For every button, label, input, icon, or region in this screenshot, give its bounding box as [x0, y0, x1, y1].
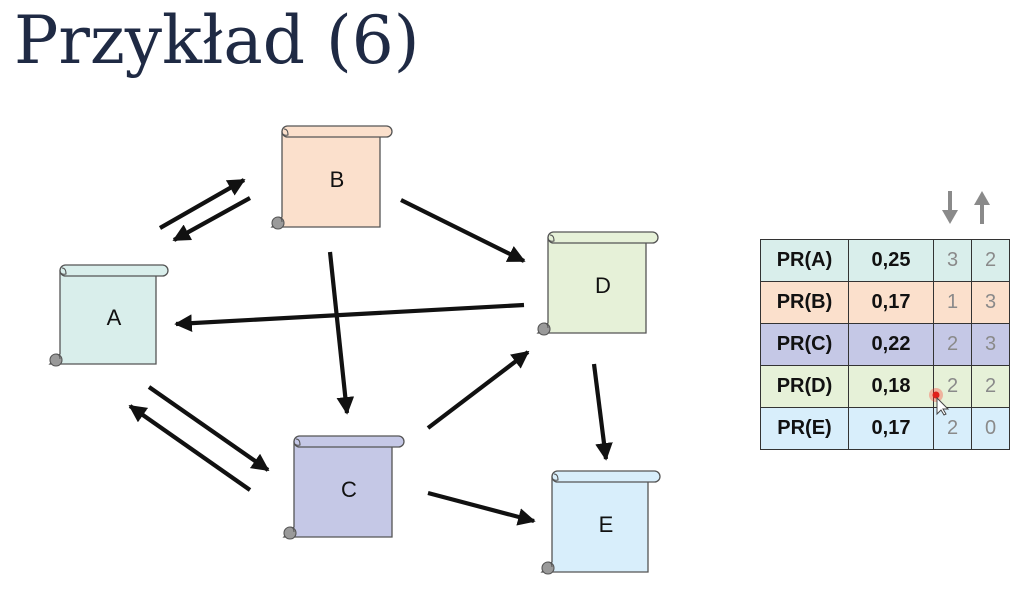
edge-b-to-d: [400, 198, 526, 263]
node-label: A: [107, 305, 122, 330]
inbound-count: 2: [933, 407, 972, 450]
edge-c-to-e: [427, 490, 536, 526]
edge-c-to-a: [128, 404, 252, 492]
edge-a-to-c: [147, 385, 270, 472]
outbound-count: 2: [971, 365, 1010, 408]
inbound-count: 3: [933, 239, 972, 282]
pr-label: PR(A): [760, 239, 849, 282]
outbound-count: 0: [971, 407, 1010, 450]
node-label: B: [330, 167, 345, 192]
pr-label: PR(C): [760, 323, 849, 366]
node-label: D: [595, 273, 611, 298]
edge-d-to-a: [174, 302, 525, 332]
mouse-cursor: [928, 388, 952, 421]
pr-label: PR(E): [760, 407, 849, 450]
pr-value: 0,17: [848, 281, 934, 324]
slide-title: Przykład (6): [14, 2, 420, 79]
node-b: B: [270, 125, 393, 230]
outbound-count: 3: [971, 281, 1010, 324]
pr-label: PR(D): [760, 365, 849, 408]
pr-value: 0,22: [848, 323, 934, 366]
node-label: E: [599, 512, 614, 537]
counter-header: [936, 188, 1006, 233]
node-e: E: [540, 470, 661, 575]
node-d: D: [536, 231, 659, 336]
pr-value: 0,17: [848, 407, 934, 450]
arrow-down-icon: [942, 191, 958, 224]
node-a: A: [48, 264, 169, 367]
edge-a-to-b: [158, 178, 246, 230]
edge-b-to-a: [172, 196, 252, 242]
outbound-count: 2: [971, 239, 1010, 282]
edge-b-to-c: [327, 251, 355, 415]
pr-value: 0,18: [848, 365, 934, 408]
pr-value: 0,25: [848, 239, 934, 282]
edge-d-to-e: [591, 363, 613, 461]
outbound-count: 3: [971, 323, 1010, 366]
pr-label: PR(B): [760, 281, 849, 324]
arrow-up-icon: [974, 191, 990, 224]
inbound-count: 2: [933, 323, 972, 366]
edge-c-to-d: [426, 350, 530, 430]
inbound-count: 1: [933, 281, 972, 324]
node-label: C: [341, 477, 357, 502]
node-c: C: [282, 435, 405, 540]
